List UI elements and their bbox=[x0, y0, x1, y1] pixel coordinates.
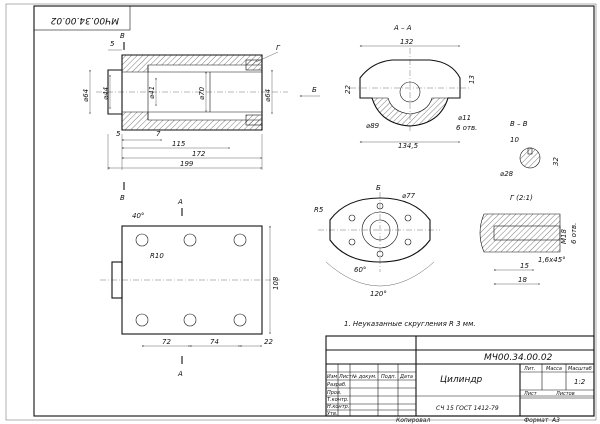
dim-199: 199 bbox=[180, 160, 194, 168]
dim-holes-count: 6 отв. bbox=[456, 124, 477, 132]
dim-r5: R5 bbox=[314, 206, 324, 214]
col-izm: Изм bbox=[327, 374, 337, 380]
label-lit: Лит. bbox=[523, 366, 536, 372]
dim-132: 132 bbox=[400, 38, 414, 46]
dim-r10: R10 bbox=[150, 252, 164, 260]
leader-label-g: Г bbox=[276, 44, 281, 52]
dim-7: 7 bbox=[156, 130, 161, 138]
rotated-stamp: МЧ00.34.00.02 bbox=[33, 5, 131, 31]
col-list: Лист bbox=[338, 374, 353, 380]
title-block: МЧ00.34.00.02 Цилиндр СЧ 15 ГОСТ 1412-79… bbox=[325, 335, 595, 417]
plan-label-a-top: А bbox=[177, 198, 183, 206]
plan-view: А А 40° R10 108 72 74 22 bbox=[100, 198, 280, 378]
title-material: СЧ 15 ГОСТ 1412-79 bbox=[436, 405, 499, 412]
dim-15: 15 bbox=[520, 262, 529, 270]
view-arrow-label-b: Б bbox=[312, 86, 317, 94]
section-a-a: А – А 132 22 ⌀89 13 ⌀11 6 отв. 134,5 bbox=[344, 24, 477, 150]
technical-note: 1. Неуказанные скругления R 3 мм. bbox=[344, 320, 476, 328]
dim-74: 74 bbox=[210, 338, 219, 346]
inner-frame bbox=[33, 5, 595, 417]
dim-6-holes: 6 отв. bbox=[570, 223, 578, 244]
section-mark-v-top: В bbox=[120, 32, 125, 40]
section-mark-v-bottom: В bbox=[120, 194, 125, 202]
dim-11: ⌀11 bbox=[458, 114, 471, 122]
section-v-v-title: В – В bbox=[510, 120, 528, 128]
dim-41: ⌀41 bbox=[148, 86, 156, 99]
dim-64-right: ⌀64 bbox=[264, 89, 272, 102]
view-b: Б R5 ⌀77 60° 120° bbox=[314, 184, 440, 298]
dim-22: 22 bbox=[344, 85, 352, 94]
value-scale: 1:2 bbox=[574, 378, 586, 386]
dim-chamfer: 1,6х45° bbox=[538, 256, 566, 264]
dim-10: 10 bbox=[510, 136, 519, 144]
dim-77: ⌀77 bbox=[402, 192, 416, 200]
label-scale: Масштаб bbox=[568, 366, 592, 372]
dim-44: ⌀44 bbox=[102, 87, 110, 100]
detail-g: Г (2:1) M18 6 отв. 1,6х45° 15 18 bbox=[479, 194, 578, 285]
front-section-view: ⌀64 ⌀44 ⌀41 ⌀70 ⌀64 5 5 7 115 172 199 В … bbox=[82, 32, 320, 202]
dim-72: 72 bbox=[162, 338, 171, 346]
col-doc: № докум. bbox=[351, 374, 377, 380]
detail-g-title: Г (2:1) bbox=[510, 194, 533, 202]
title-part-name: Цилиндр bbox=[440, 375, 483, 385]
label-mass: Масса bbox=[546, 366, 562, 372]
dim-13: 13 bbox=[468, 75, 476, 84]
dim-32: 32 bbox=[552, 157, 560, 166]
dim-108: 108 bbox=[272, 276, 280, 290]
dim-40-deg: 40° bbox=[132, 212, 144, 220]
col-date: Дата bbox=[399, 374, 413, 380]
format-value: А3 bbox=[551, 417, 560, 424]
dim-134-5: 134,5 bbox=[398, 142, 419, 150]
copied-label: Копировал bbox=[396, 417, 430, 424]
row-razrab: Разраб. bbox=[327, 382, 347, 388]
dim-22-plan: 22 bbox=[264, 338, 273, 346]
row-tkontr: Т.контр. bbox=[327, 397, 349, 403]
row-utv: Утв. bbox=[327, 411, 338, 417]
dim-115: 115 bbox=[172, 140, 186, 148]
dim-70: ⌀70 bbox=[198, 86, 206, 100]
stamp-code: МЧ00.34.00.02 bbox=[50, 15, 119, 25]
row-nkontr: Н.контр. bbox=[327, 404, 349, 410]
dim-120-deg: 120° bbox=[370, 290, 387, 298]
section-v-v: В – В 10 32 ⌀28 bbox=[500, 120, 560, 178]
label-sheets: Листов bbox=[555, 391, 575, 397]
dim-28: ⌀28 bbox=[500, 170, 514, 178]
plan-label-a-bottom: А bbox=[177, 370, 183, 378]
dim-5-top: 5 bbox=[110, 40, 115, 48]
dim-18: 18 bbox=[518, 276, 527, 284]
dim-64-left: ⌀64 bbox=[82, 89, 90, 102]
dim-89: ⌀89 bbox=[366, 122, 380, 130]
view-b-title: Б bbox=[376, 184, 381, 192]
dim-172: 172 bbox=[192, 150, 206, 158]
format-label: Формат bbox=[524, 417, 549, 424]
outer-frame bbox=[5, 3, 597, 421]
row-prov: Пров. bbox=[327, 390, 342, 396]
dim-m18: M18 bbox=[560, 229, 568, 244]
dim-60-deg: 60° bbox=[354, 266, 366, 274]
col-sign: Подп. bbox=[381, 374, 396, 380]
title-part-number: МЧ00.34.00.02 bbox=[484, 353, 553, 363]
dim-5-bottom: 5 bbox=[116, 130, 121, 138]
section-a-a-title: А – А bbox=[393, 24, 412, 32]
label-sheet: Лист bbox=[523, 391, 538, 397]
